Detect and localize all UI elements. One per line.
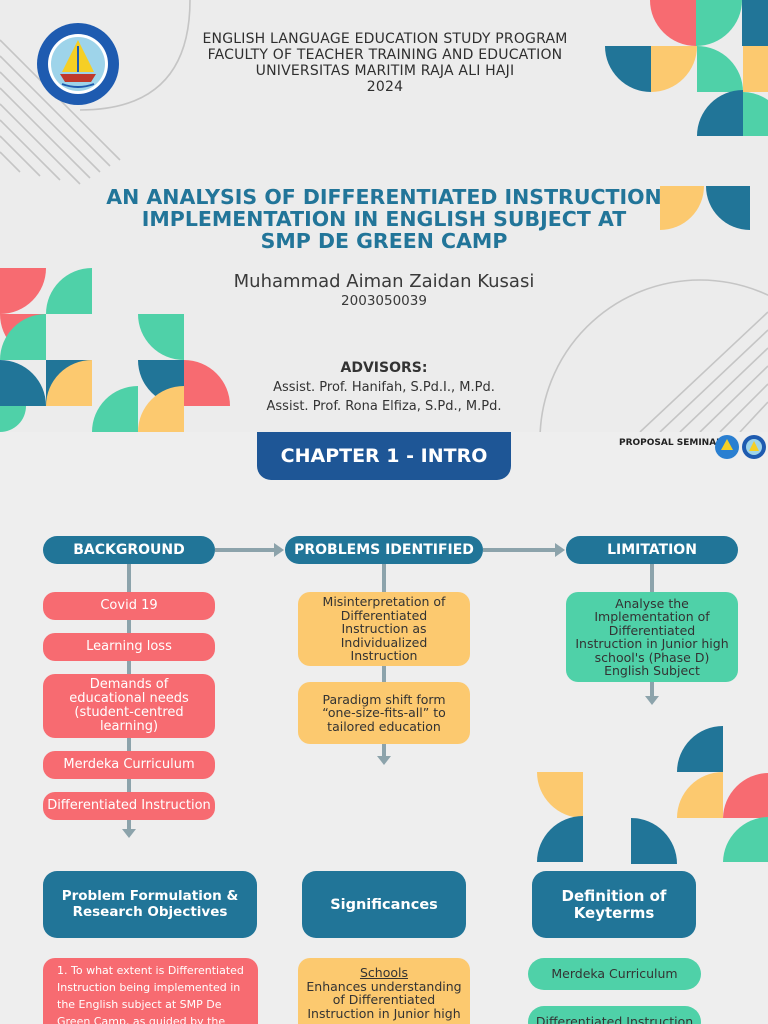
significances-text: Enhances understanding of Differentiated…: [306, 978, 462, 1021]
problem-item: Misinterpretation of Differentiated Inst…: [298, 592, 470, 666]
connector: [483, 548, 555, 552]
background-item: Covid 19: [43, 592, 215, 620]
limitation-item: Analyse the Implementation of Differenti…: [566, 592, 738, 682]
background-item: Learning loss: [43, 633, 215, 661]
connector: [215, 548, 275, 552]
advisors-heading: ADVISORS:: [340, 360, 428, 376]
definition-keyterms-header: Definition of Keyterms: [532, 871, 696, 938]
significances-header: Significances: [302, 871, 466, 938]
significances-heading: Schools: [359, 965, 408, 980]
problems-identified-header: PROBLEMS IDENTIFIED: [285, 536, 483, 564]
institution-logos: [715, 435, 766, 459]
background-item: Merdeka Curriculum: [43, 751, 215, 779]
advisor-1: Assist. Prof. Hanifah, S.Pd.I., M.Pd.: [273, 380, 495, 395]
study-program: ENGLISH LANGUAGE EDUCATION STUDY PROGRAM: [202, 31, 568, 47]
advisor-2: Assist. Prof. Rona Elfiza, S.Pd., M.Pd.: [266, 399, 502, 414]
arrow-right-icon: [274, 543, 284, 557]
thesis-title-line-2: IMPLEMENTATION IN ENGLISH SUBJECT AT: [141, 207, 627, 231]
problem-item: Paradigm shift form “one-size-fits-all” …: [298, 682, 470, 744]
problem-formulation-panel: 1. To what extent is Differentiated Inst…: [43, 958, 258, 1024]
arrow-right-icon: [555, 543, 565, 557]
university-logo: [37, 23, 119, 105]
significances-panel: Schools Enhances understanding of Differ…: [298, 958, 470, 1024]
faculty: FACULTY OF TEACHER TRAINING AND EDUCATIO…: [207, 47, 563, 63]
problem-formulation-text: 1. To what extent is Differentiated Inst…: [57, 964, 244, 1024]
chapter-slide: CHAPTER 1 - INTRO PROPOSAL SEMINAR BACKG…: [0, 432, 768, 1024]
background-item: Differentiated Instruction: [43, 792, 215, 820]
limitation-header: LIMITATION: [566, 536, 738, 564]
arrow-down-icon: [645, 696, 659, 705]
student-id: 2003050039: [341, 293, 427, 309]
problem-formulation-header: Problem Formulation & Research Objective…: [43, 871, 257, 938]
background-header: BACKGROUND: [43, 536, 215, 564]
proposal-seminar-label: PROPOSAL SEMINAR: [619, 438, 724, 448]
decorative-background: [0, 0, 768, 432]
thesis-title-line-3: SMP DE GREEN CAMP: [260, 229, 508, 253]
title-slide: ENGLISH LANGUAGE EDUCATION STUDY PROGRAM…: [0, 0, 768, 432]
author-name: Muhammad Aiman Zaidan Kusasi: [233, 271, 535, 292]
thesis-title-line-1: AN ANALYSIS OF DIFFERENTIATED INSTRUCTIO…: [106, 185, 662, 209]
background-item: Demands of educational needs (student-ce…: [43, 674, 215, 738]
decorative-pattern: [537, 726, 768, 864]
university: UNIVERSITAS MARITIM RAJA ALI HAJI: [255, 63, 515, 79]
arrow-down-icon: [122, 829, 136, 838]
keyterm-item: Merdeka Curriculum: [528, 958, 701, 990]
arrow-down-icon: [377, 756, 391, 765]
keyterm-item: Differentiated Instruction: [528, 1006, 701, 1024]
chapter-title-button: CHAPTER 1 - INTRO: [257, 432, 511, 480]
year: 2024: [366, 79, 404, 95]
